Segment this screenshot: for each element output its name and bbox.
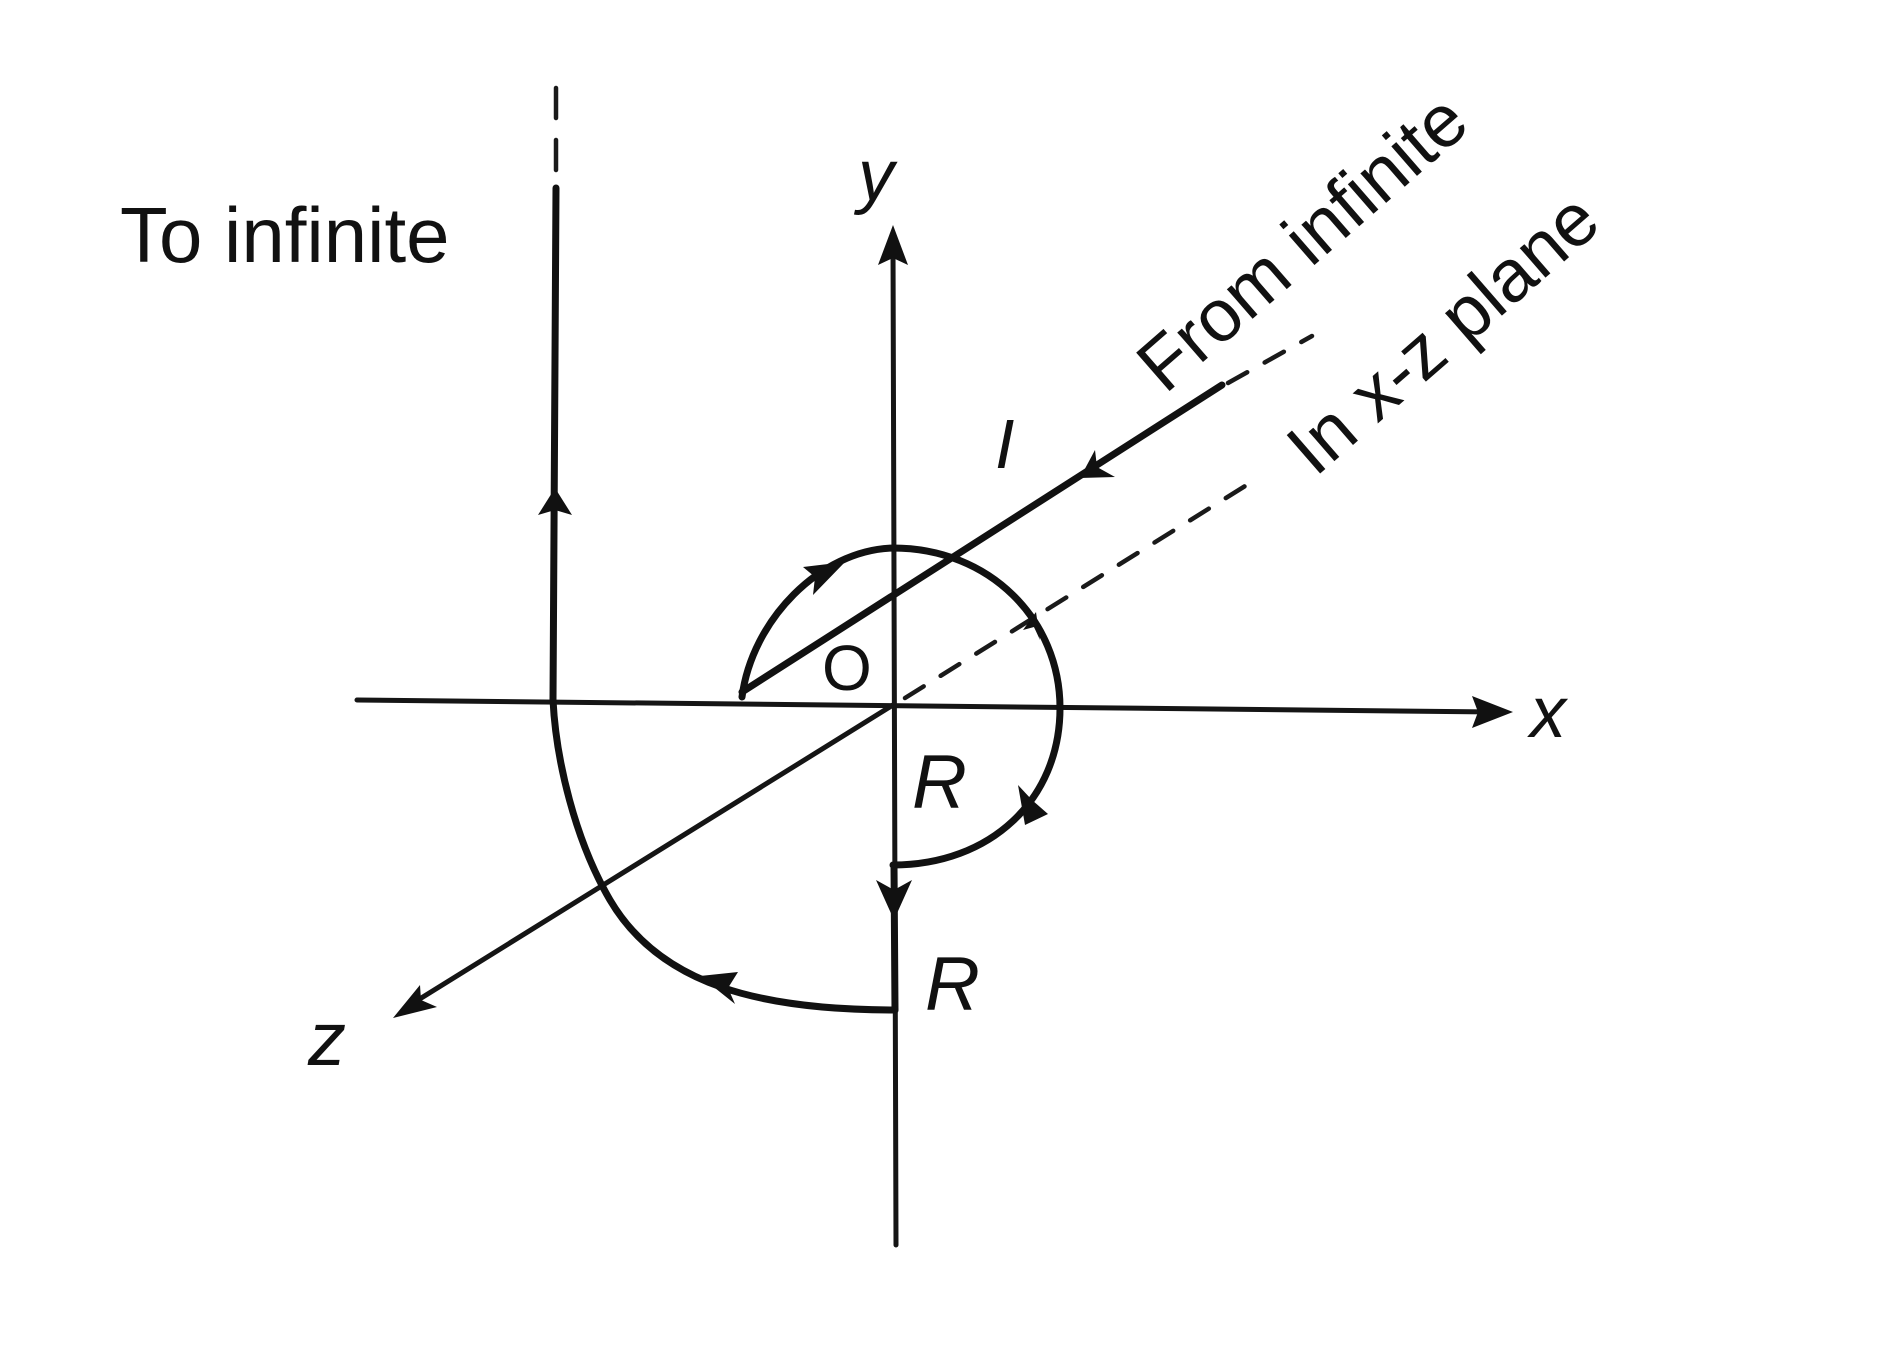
z-axis-arrow-icon	[393, 985, 437, 1018]
y-segment-down-arrow-icon	[876, 880, 912, 920]
xz-plane-dashed-line	[902, 475, 1261, 701]
y-axis-label: y	[853, 136, 898, 216]
z-axis	[407, 702, 896, 1008]
x-axis	[354, 697, 1498, 715]
origin-label: O	[822, 632, 872, 704]
guides	[553, 85, 1315, 701]
current-label: I	[995, 405, 1014, 483]
small-arc-right-lower-arrow-icon	[1018, 785, 1048, 825]
outgoing-wire-up-arrow-icon	[538, 488, 572, 515]
large-arc	[549, 696, 899, 1014]
large-arc-arrow-icon	[700, 972, 738, 1004]
y-axis	[890, 242, 899, 1248]
incoming-wire	[738, 381, 1226, 696]
x-axis-label: x	[1527, 673, 1569, 753]
radius-large-label: R	[925, 942, 980, 1027]
z-axis-label: z	[307, 997, 346, 1082]
to-infinite-label: To infinite	[120, 191, 450, 279]
current-wire	[549, 184, 1226, 1014]
axes	[354, 225, 1513, 1248]
small-arc-top-arrow-icon	[803, 562, 845, 595]
x-axis-arrow-icon	[1472, 696, 1513, 728]
current-arrows	[538, 450, 1115, 1004]
outgoing-wire	[549, 184, 560, 704]
labels: To infinite From infinite In x-z plane y…	[120, 77, 1614, 1082]
small-arc-right-upper-arrow-icon	[1023, 612, 1040, 640]
small-arc	[738, 544, 1064, 869]
incoming-current-arrow-icon	[1080, 450, 1115, 478]
radius-small-label: R	[912, 740, 967, 825]
wire-extension-dashed-line	[1225, 333, 1315, 386]
y-axis-arrow-icon	[878, 225, 908, 265]
y-segment	[890, 861, 899, 1014]
